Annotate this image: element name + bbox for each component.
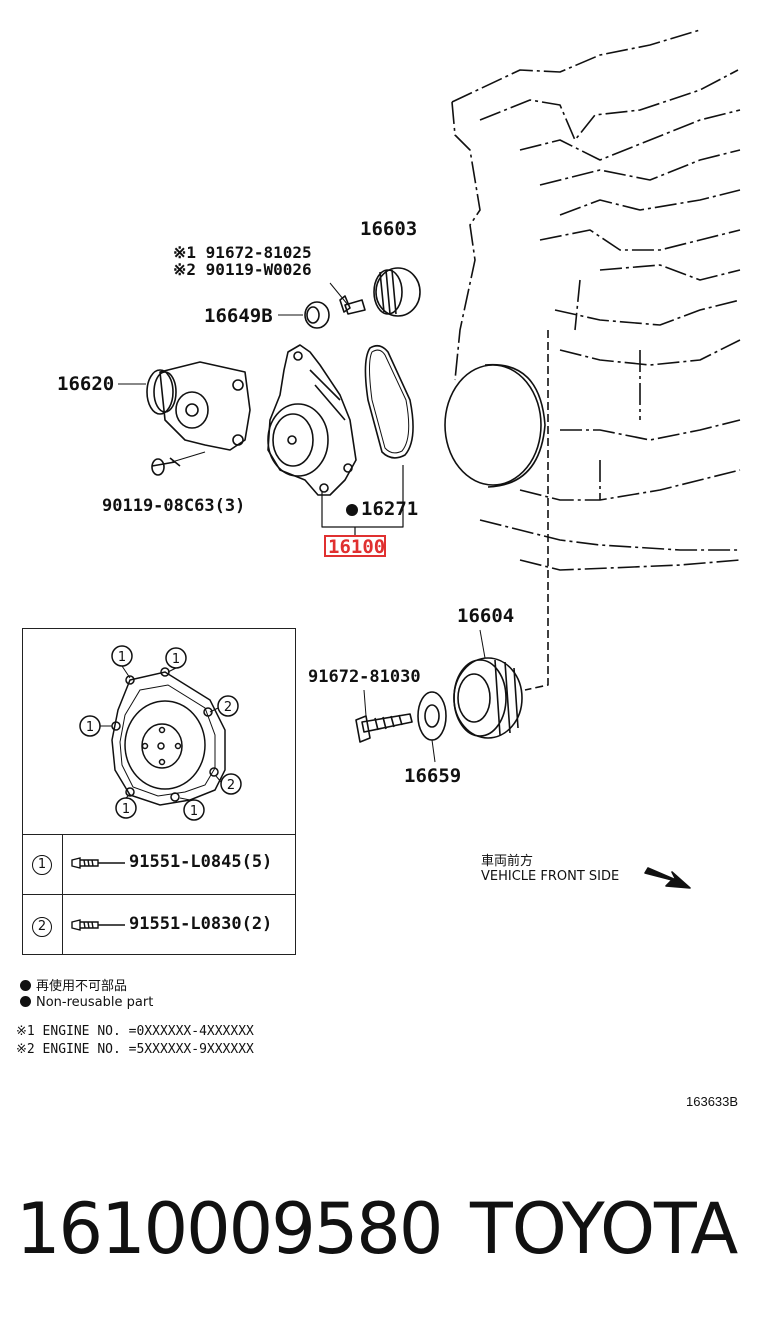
inset-panel: 1 91551-L0845(5) 2 91551-L0830(2) [22,628,296,955]
footer-part-number: 1610009580 [16,1188,443,1270]
pulley-leader [524,330,549,691]
label-90119-W0026: ※2 90119-W0026 [173,260,312,279]
inset-divider [23,894,295,895]
legend-jp-text: 再使用不可部品 [36,979,128,994]
row2-part: 91551-L0830(2) [129,914,273,934]
engine-block-outline [451,29,741,571]
inset-callout-2a: 2 [224,700,232,715]
inset-callout-1b: 1 [172,652,180,667]
gasket [364,344,414,459]
inset-callout-1d: 1 [122,802,130,817]
figure-id: 163633B [686,1094,739,1109]
label-16271: 16271 [361,498,419,520]
label-16659: 16659 [404,765,462,787]
label-16603: 16603 [360,218,418,240]
bolt-icon-row1 [71,857,125,869]
pulley-bolt [355,689,413,743]
row1-circle: 1 [32,855,52,875]
label-90119-08C63: 90119-08C63(3) [102,496,246,516]
label-16604: 16604 [457,605,515,627]
inset-divider [23,834,295,835]
label-91672-81030: 91672-81030 [308,667,421,687]
table-row: 1 [32,853,52,875]
inset-callout-1e: 1 [190,804,198,819]
inset-callout-1a: 1 [118,650,126,665]
front-arrow-icon [644,867,691,889]
non-reusable-marker [346,504,358,516]
water-pump-assy [267,344,357,496]
direction-jp: 車両前方 [481,854,534,869]
label-16620: 16620 [57,373,115,395]
inset-column-divider [62,834,63,954]
dot-icon [20,996,31,1007]
dot-icon [20,980,31,991]
label-16649B: 16649B [204,305,273,327]
washer [417,691,447,763]
row1-part: 91551-L0845(5) [129,852,273,872]
pulley-cap [278,301,330,329]
idler-pulley [329,267,421,317]
assy-bracket [321,465,404,535]
engine-note-1: ※1 ENGINE NO. =0XXXXXX-4XXXXXX [16,1024,254,1039]
footer-brand: TOYOTA [470,1188,738,1270]
legend-jp: 再使用不可部品 [20,975,127,994]
timing-cover-circle [444,364,542,486]
inset-drawing [79,645,242,821]
bolt-icon-row2 [71,919,125,931]
highlight-16100[interactable]: 16100 [324,535,386,558]
legend-en-text: Non-reusable part [36,995,154,1010]
engine-note-2: ※2 ENGINE NO. =5XXXXXX-9XXXXXX [16,1042,254,1057]
row2-circle: 2 [32,917,52,937]
table-row: 2 [32,915,52,937]
direction-en: VEHICLE FRONT SIDE [481,869,620,884]
inset-callout-2b: 2 [227,778,235,793]
legend-en: Non-reusable part [20,995,153,1010]
inset-callout-1c: 1 [86,720,94,735]
main-pulley [453,629,523,739]
belt-tensioner [118,361,251,476]
label-91672-81025: ※1 91672-81025 [173,243,312,262]
label-16100: 16100 [328,536,386,558]
